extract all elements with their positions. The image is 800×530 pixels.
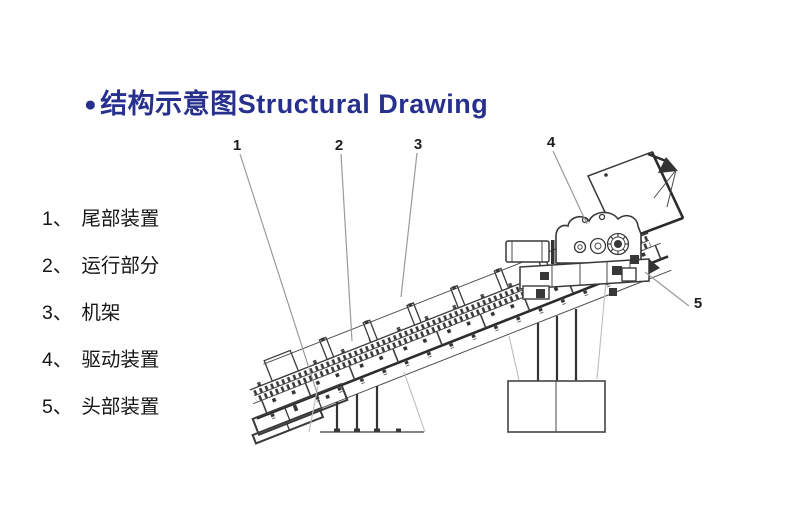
base-pad (612, 266, 622, 275)
tail-bolt (293, 406, 299, 412)
legend-num: 5、 (42, 396, 73, 418)
gear-spokes (607, 233, 629, 255)
legend-item-2: 2、运行部分 (42, 249, 159, 277)
legend-label: 机架 (81, 302, 121, 324)
legend-label: 驱动装置 (81, 349, 160, 371)
construction-line (403, 371, 426, 433)
base-end-wedge (649, 259, 660, 274)
construction-line (508, 335, 520, 381)
legend-num: 3、 (42, 302, 73, 324)
leader-line-1 (239, 153, 318, 394)
leader-line-2 (340, 153, 353, 342)
foot (354, 428, 360, 432)
chute-bolt (604, 173, 608, 177)
title-en: Structural Drawing (237, 89, 489, 119)
parts-legend: 1、尾部装置 2、运行部分 3、机架 4、驱动装置 5、头部装置 (42, 202, 159, 437)
gearbox-body (555, 211, 642, 264)
callouts: 1 2 3 4 5 (233, 134, 702, 394)
chute-edge (650, 151, 685, 219)
legend-item-4: 4、驱动装置 (42, 343, 159, 371)
foot (374, 428, 380, 432)
gearbox-cap (598, 213, 606, 221)
callout-5: 5 (694, 295, 702, 312)
page-title: ●结构示意图Structural Drawing (84, 82, 488, 121)
head-bracket (621, 267, 637, 282)
legend-num: 2、 (42, 255, 73, 277)
legend-label: 尾部装置 (81, 208, 160, 230)
shaft-circle (573, 240, 587, 254)
head-bracket-pad (630, 255, 639, 264)
chord-bolt (451, 285, 457, 291)
callout-4: 4 (547, 134, 556, 151)
chord-bolt (495, 268, 501, 273)
title-zh: 结构示意图 (100, 89, 238, 119)
gear-hub (614, 240, 622, 248)
legend-item-1: 1、尾部装置 (42, 202, 159, 230)
callout-2: 2 (335, 137, 343, 154)
arrow-shaft (647, 152, 667, 163)
bullet-icon: ● (84, 93, 98, 116)
middle-support (308, 371, 426, 433)
pedestal-support (507, 280, 607, 433)
gearbox-cap (581, 216, 589, 224)
tail-assembly (251, 382, 349, 445)
tail-bolt (325, 394, 330, 400)
legend-label: 运行部分 (81, 255, 160, 277)
legend-label: 头部装置 (81, 396, 160, 418)
base-pad (540, 272, 549, 280)
conveyor-body (249, 230, 672, 445)
legend-num: 1、 (42, 208, 73, 230)
flow-arrow-icon (658, 157, 678, 173)
leader-line-4 (552, 150, 588, 225)
callout-1: 1 (233, 137, 241, 154)
callout-3: 3 (414, 136, 422, 153)
legend-item-3: 3、机架 (42, 296, 159, 324)
base-pad (609, 288, 617, 296)
foot (334, 428, 340, 432)
shaft-circle-inner (594, 242, 602, 250)
arrow-guide (653, 169, 677, 199)
lower-flange-line (261, 269, 672, 432)
motor (505, 240, 550, 263)
construction-line (596, 280, 607, 380)
shaft-circle (589, 237, 607, 255)
drive-unit (505, 211, 660, 300)
legend-item-5: 5、头部装置 (42, 390, 159, 418)
tail-divider (285, 421, 291, 431)
chord-bolt (320, 337, 326, 342)
shaft-circle-inner (577, 244, 583, 250)
bolt-row-bottom (262, 259, 667, 423)
chord-bolt (407, 302, 413, 308)
leader-line-5 (644, 271, 690, 307)
tail-top-panel (263, 349, 300, 382)
legend-num: 4、 (42, 349, 73, 371)
construction-line (308, 385, 319, 433)
arrow-guide (666, 169, 677, 208)
chord-bolt (364, 319, 369, 325)
tail-divider (315, 393, 323, 411)
foot (396, 428, 401, 432)
coupling (551, 240, 555, 264)
tail-box-upper (251, 382, 349, 437)
leader-line-3 (400, 152, 418, 298)
base-foot-pad (536, 289, 545, 298)
